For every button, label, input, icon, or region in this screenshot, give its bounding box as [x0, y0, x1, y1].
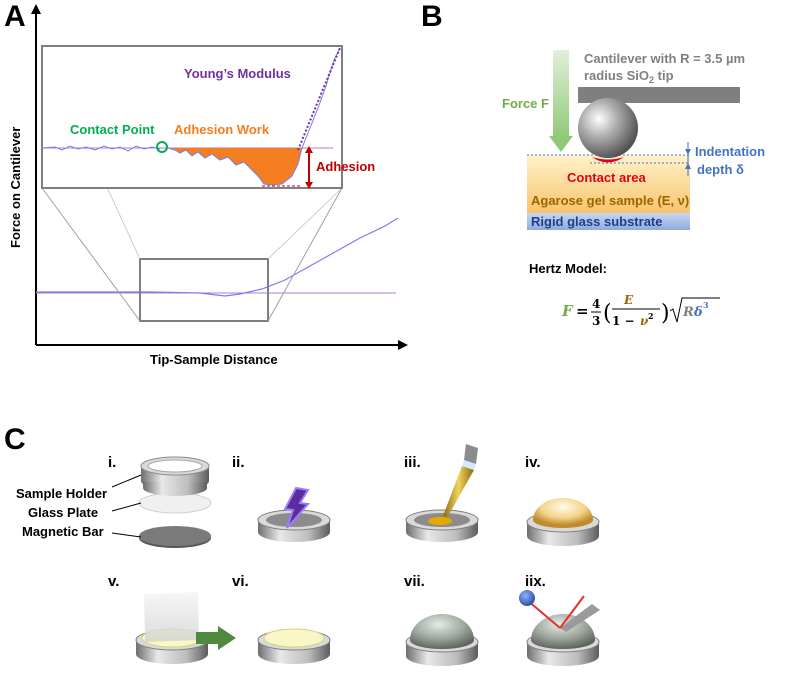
step-label-vii: vii. — [404, 573, 425, 590]
pipette-icon — [443, 444, 478, 518]
cantilever-beam — [578, 87, 740, 103]
adhesion-work-area — [168, 148, 302, 185]
slide-direction-arrow — [196, 626, 236, 650]
glass-plate-pointer — [111, 502, 142, 512]
cover-sheet — [144, 592, 199, 642]
step-i-exploded-holder — [138, 456, 212, 548]
sio2-tip-sphere — [578, 98, 638, 158]
svg-text:ν: ν — [640, 314, 649, 328]
laser-beam-out — [559, 595, 585, 629]
svg-text:2: 2 — [648, 311, 654, 321]
sample-holder-label: Sample Holder — [16, 486, 107, 501]
agarose-gel-layer — [527, 155, 690, 213]
svg-text:=: = — [576, 302, 589, 320]
sample-holder-hole — [147, 459, 203, 473]
step-label-iii: iii. — [404, 454, 421, 471]
panel-c-label: C — [4, 423, 26, 456]
indentation-arrow-up — [685, 163, 691, 169]
contact-point-label: Contact Point — [70, 122, 155, 137]
indentation-label-line1: Indentation — [695, 144, 765, 159]
x-axis-arrow — [398, 340, 408, 350]
panel-b-diagram: Cantilever with R = 3.5 µm radius SiO2 t… — [502, 50, 765, 328]
y-axis-label: Force on Cantilever — [8, 127, 23, 248]
agarose-label: Agarose gel sample (E, ν) — [531, 193, 689, 208]
magnetic-bar-label: Magnetic Bar — [22, 524, 104, 539]
y-axis-arrow — [31, 4, 41, 14]
force-arrow-shaft — [553, 50, 569, 138]
step-label-ii: ii. — [232, 454, 245, 471]
adhesion-work-label: Adhesion Work — [174, 122, 270, 137]
svg-text:E: E — [623, 293, 634, 307]
zoom-connector-right — [267, 187, 343, 322]
contact-area-marker — [592, 157, 624, 163]
indentation-arrow-down — [685, 149, 691, 155]
zoom-connector-left — [41, 187, 141, 322]
panel-c-steps: i. ii. iii. iv. v. vi. vii. iix. Sample … — [16, 444, 600, 666]
step-label-vi: vi. — [232, 573, 249, 590]
inset-curve — [167, 47, 341, 186]
step-iii-holder — [405, 509, 479, 542]
step-vii-hydrated-gel — [405, 614, 479, 666]
sample-holder-pointer — [111, 474, 142, 488]
step-label-v: v. — [108, 573, 119, 590]
laser-beam-in — [526, 599, 561, 629]
cantilever-label-line2: radius SiO2 tip — [584, 68, 674, 85]
svg-text:3: 3 — [703, 300, 709, 310]
adhesion-label: Adhesion — [316, 159, 375, 174]
adhesion-arrow-top — [305, 146, 313, 153]
step-vi-flat-gel — [257, 628, 331, 664]
youngs-modulus-label: Young’s Modulus — [184, 66, 291, 81]
inset-curve-baseline — [41, 145, 161, 152]
zoom-region — [139, 258, 269, 322]
step-label-iv: iv. — [525, 454, 541, 471]
laser-source-icon — [519, 590, 535, 606]
svg-text:3: 3 — [592, 314, 600, 328]
glass-substrate-layer — [527, 213, 690, 230]
panel-b-label: B — [421, 0, 443, 33]
adhesion-arrow-bottom — [305, 182, 313, 189]
force-arrow-head — [549, 136, 573, 152]
svg-text:δ: δ — [693, 305, 703, 320]
force-curve — [36, 217, 399, 297]
step-label-iix: iix. — [525, 573, 546, 590]
svg-text:(: ( — [603, 301, 612, 326]
panel-a-label: A — [4, 0, 26, 33]
contact-point-marker — [156, 141, 168, 153]
glass-plate-label: Glass Plate — [28, 505, 98, 520]
svg-text:R: R — [682, 305, 694, 320]
magnetic-bar-pointer — [111, 532, 142, 538]
force-label: Force F — [502, 96, 549, 111]
hertz-model-title: Hertz Model: — [529, 261, 607, 276]
indentation-label-line2: depth δ — [697, 162, 744, 177]
contact-area-label: Contact area — [567, 170, 647, 185]
cantilever-label-line1: Cantilever with R = 3.5 µm — [584, 51, 745, 66]
glass-substrate-label: Rigid glass substrate — [531, 214, 662, 229]
plasma-lightning-icon — [283, 486, 310, 529]
hertz-formula: F = 4 3 ( E 1 − ν 2 ) R δ 3 — [561, 293, 720, 328]
sample-holder-base — [143, 482, 207, 496]
svg-text:4: 4 — [592, 297, 600, 311]
panel-a-chart: Force on Cantilever Tip-Sample Distance … — [8, 4, 408, 367]
step-iix-afm-measurement — [519, 590, 600, 666]
svg-text:): ) — [661, 301, 670, 326]
magnetic-bar-top — [139, 526, 211, 546]
svg-text:1 −: 1 − — [612, 314, 635, 328]
afm-cantilever — [560, 604, 600, 632]
x-axis-label: Tip-Sample Distance — [150, 352, 278, 367]
svg-text:F: F — [561, 302, 574, 320]
step-iv-gel-dome — [526, 498, 600, 546]
step-label-i: i. — [108, 454, 116, 471]
zoom-connector-top-right — [267, 187, 343, 260]
